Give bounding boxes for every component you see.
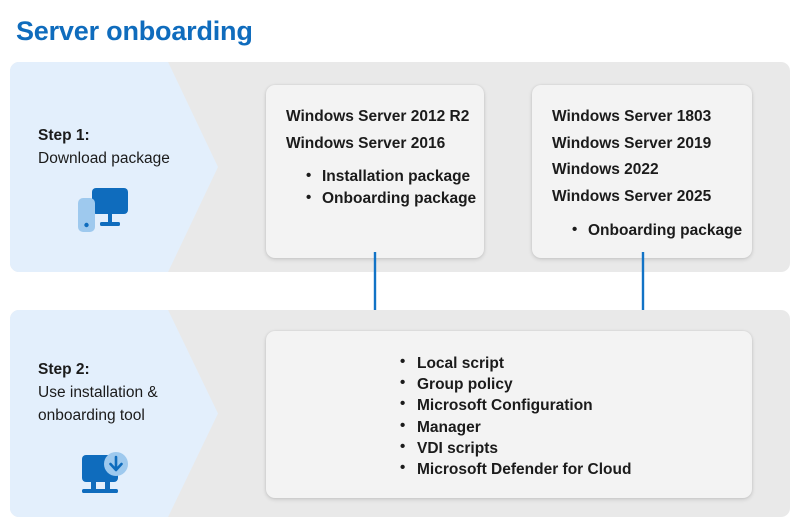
step-2-description-line1: Use installation &	[38, 383, 158, 401]
card-onboarding-tools: Local script Group policy Microsoft Conf…	[266, 331, 752, 498]
step-1-content: Step 1: Download package	[38, 126, 208, 243]
step-2-description-line2: onboarding tool	[38, 406, 145, 424]
tools-list: Local script Group policy Microsoft Conf…	[400, 352, 631, 480]
list-item: VDI scripts	[400, 437, 631, 459]
list-item: Onboarding package	[572, 219, 752, 242]
list-item: Group policy	[400, 373, 631, 395]
list-item: Microsoft Defender for Cloud	[400, 458, 631, 480]
list-item: Microsoft Configuration	[400, 394, 631, 416]
list-item: Manager	[400, 416, 631, 438]
card-legacy-content: Windows Server 2012 R2 Windows Server 20…	[266, 85, 484, 210]
os-version: Windows Server 2025	[552, 187, 712, 205]
card-legacy-windows-server: Windows Server 2012 R2 Windows Server 20…	[266, 85, 484, 258]
step-1-description: Download package	[38, 149, 170, 167]
monitor-download-icon	[82, 451, 128, 493]
step-1-chevron	[10, 62, 218, 272]
os-version: Windows 2022	[552, 161, 659, 179]
step-2-chevron	[10, 310, 218, 517]
os-version: Windows Server 2016	[286, 134, 446, 152]
monitor-device-icon	[78, 187, 128, 232]
page-title: Server onboarding	[16, 16, 253, 46]
os-version: Windows Server 2019	[552, 134, 712, 152]
card-modern-windows-server: Windows Server 1803 Windows Server 2019 …	[532, 85, 752, 258]
list-item: Installation package	[306, 165, 484, 188]
step-2-content: Step 2: Use installation & onboarding to…	[38, 360, 208, 508]
step-2-label: Step 2:	[38, 361, 90, 378]
list-item: Local script	[400, 352, 631, 374]
os-version: Windows Server 1803	[552, 108, 712, 125]
os-version: Windows Server 2012 R2	[286, 108, 470, 125]
step-1-label: Step 1:	[38, 127, 90, 144]
package-list: Onboarding package	[552, 219, 752, 242]
package-list: Installation package Onboarding package	[286, 165, 484, 210]
card-modern-content: Windows Server 1803 Windows Server 2019 …	[532, 85, 752, 242]
list-item: Onboarding package	[306, 187, 484, 210]
